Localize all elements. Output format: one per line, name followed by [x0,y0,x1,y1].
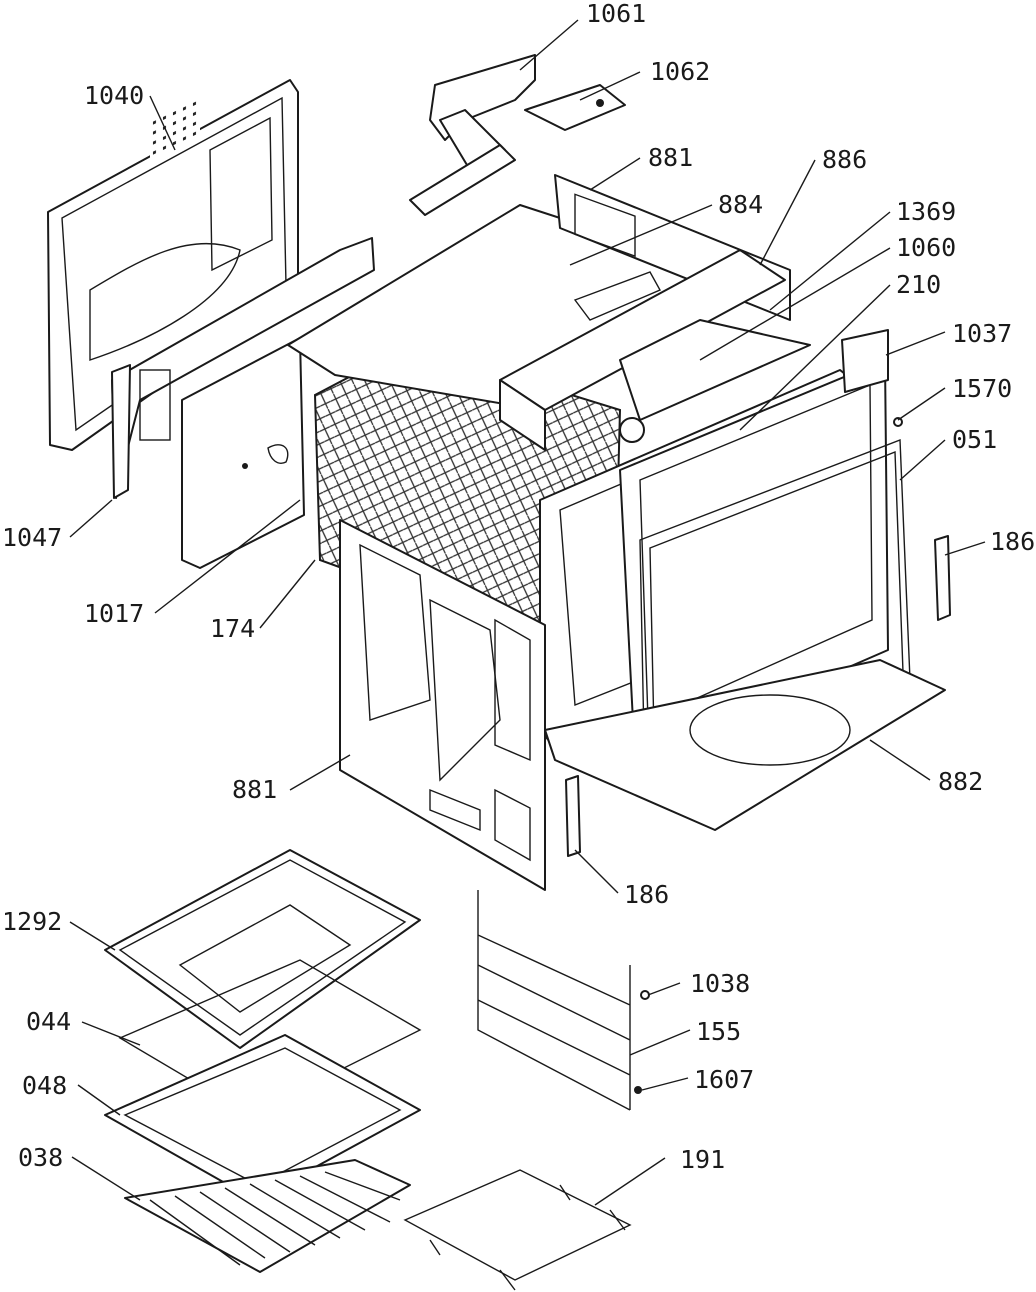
duct-1061 [409,54,536,216]
label-155: 155 [696,1017,741,1046]
label-1038: 1038 [690,969,750,998]
leader-lines [69,19,986,1206]
duct-886 [499,249,786,451]
fan-cover-1369 [619,319,811,443]
label-1060: 1060 [896,233,956,262]
bottom-plate-882 [544,659,946,831]
label-174: 174 [210,614,255,643]
label-1061: 1061 [586,0,646,28]
label-886: 886 [822,145,867,174]
screw-1038 [640,990,650,1000]
label-881-top: 881 [648,143,693,172]
label-1292: 1292 [2,907,62,936]
label-884: 884 [718,190,763,219]
grid-038 [124,1159,411,1273]
label-1040: 1040 [84,81,144,110]
label-1062: 1062 [650,57,710,86]
hinge-186-right [934,535,951,621]
hinge-186-bottom [565,775,581,857]
label-1017: 1017 [84,599,144,628]
baking-tray-048 [104,1034,421,1201]
label-038: 038 [18,1143,63,1172]
label-191: 191 [680,1145,725,1174]
screw-1570 [893,417,903,427]
label-1047: 1047 [2,523,62,552]
side-wall-881-front [339,519,546,891]
label-1369: 1369 [896,197,956,226]
label-1570: 1570 [952,374,1012,403]
label-186-bottom: 186 [624,880,669,909]
label-1037: 1037 [952,319,1012,348]
rear-panel-1040 [47,79,299,451]
front-frame-1037 [619,329,889,761]
label-048: 048 [22,1071,67,1100]
bracket-1062 [524,84,626,131]
shelf-rails-155 [477,890,631,1111]
screw-1607 [634,1086,642,1094]
wire-rack-191 [403,1169,632,1291]
label-186-right: 186 [990,527,1035,556]
side-bracket-1047 [111,237,375,499]
label-044: 044 [26,1007,71,1036]
deep-pan-1292 [104,849,421,1049]
label-051: 051 [952,425,997,454]
label-881-front: 881 [232,775,277,804]
insulation-1017 [181,337,305,569]
label-210: 210 [896,270,941,299]
label-1607: 1607 [694,1065,754,1094]
label-882: 882 [938,767,983,796]
